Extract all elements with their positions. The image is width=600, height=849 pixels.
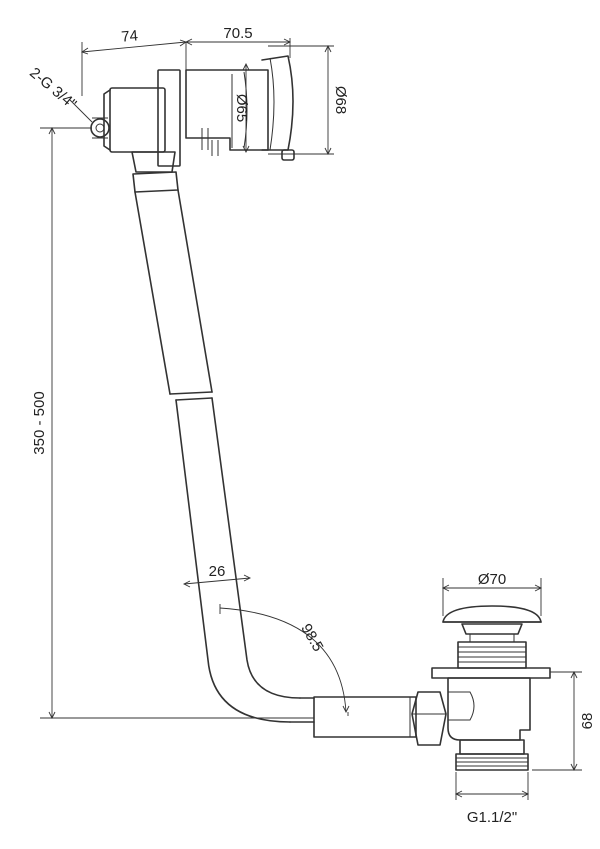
dim-overflow-height: 350 - 500 (31, 391, 48, 454)
dim-handle-length: 70.5 (223, 25, 252, 42)
dim-handle-inner-diameter: Ø65 (233, 94, 250, 122)
dim-outlet-thread: G1.1/2" (467, 809, 517, 826)
overflow-pipe (132, 171, 447, 746)
dim-bend-radius: 98.5 (297, 621, 326, 655)
waste-assembly (431, 605, 551, 771)
dim-handle-outer-diameter: Ø68 (332, 86, 349, 114)
filler-head (90, 55, 295, 173)
dim-pipe-width: 26 (209, 563, 226, 580)
dim-inlet-thread: 2-G 3/4" (26, 64, 79, 113)
dimension-lines (40, 38, 582, 800)
dim-waste-cap-diameter: Ø70 (478, 571, 506, 588)
dim-head-depth: 74 (121, 27, 139, 45)
dim-waste-height: 68 (579, 713, 596, 730)
